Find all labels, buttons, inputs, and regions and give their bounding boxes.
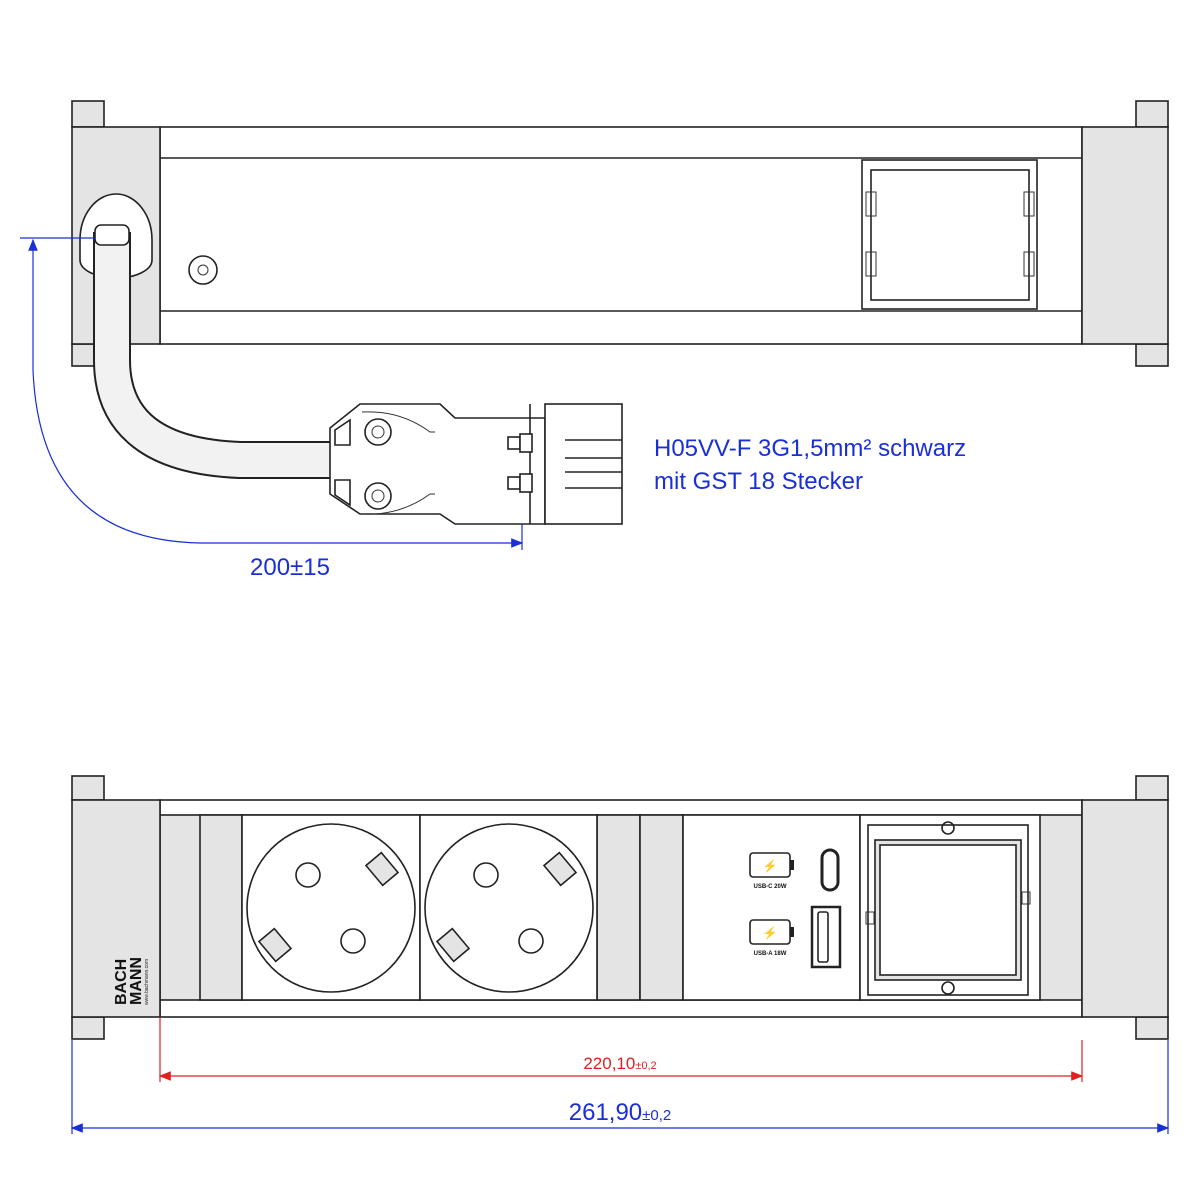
screw-hole — [188, 255, 218, 285]
bachmann-logo: BACH MANN www.bachmann.com — [113, 957, 150, 1005]
svg-text:⚡: ⚡ — [763, 926, 778, 940]
end-cap-right — [1081, 799, 1169, 1018]
mounting-feet — [71, 775, 1169, 1040]
module-frame-top — [861, 159, 1038, 310]
svg-text:www.bachmann.com: www.bachmann.com — [144, 959, 150, 1005]
connector-spec-label: mit GST 18 Stecker — [654, 468, 863, 495]
svg-text:261,90±0,2: 261,90±0,2 — [569, 1099, 672, 1126]
end-cap-right — [1081, 126, 1169, 345]
usb-charger-module: ⚡ USB-C 20W ⚡ USB-A 18W — [682, 814, 861, 1001]
usb-c-label: USB-C 20W — [753, 884, 786, 890]
gst18-connector — [329, 403, 623, 525]
connector-screw — [364, 418, 392, 446]
usb-c-port — [820, 848, 840, 892]
svg-text:BACH: BACH — [113, 959, 130, 1005]
connector-screw — [364, 482, 392, 510]
cable-length-dimension: 200±15 — [20, 237, 524, 581]
top-view: 200±15 H05VV-F 3G1,5mm² schwarz mit GST … — [20, 100, 1169, 581]
inner-length-dimension: 220,10±0,2 — [158, 1017, 1084, 1082]
svg-text:220,10±0,2: 220,10±0,2 — [583, 1054, 656, 1073]
front-view: ⚡ USB-C 20W ⚡ USB-A 18W BACH MANN www.ba… — [70, 775, 1170, 1134]
svg-text:⚡: ⚡ — [763, 859, 778, 873]
end-cap-left — [71, 799, 161, 1018]
cable-spec-label: H05VV-F 3G1,5mm² schwarz — [654, 435, 966, 462]
cable-length-label: 200±15 — [250, 554, 330, 581]
svg-text:MANN: MANN — [128, 957, 145, 1005]
usb-a-port — [810, 905, 842, 969]
module-frame-front — [859, 814, 1041, 1001]
outer-length-dimension: 261,90±0,2 — [70, 1040, 1170, 1134]
power-cable — [95, 232, 330, 477]
schuko-socket — [419, 814, 598, 1001]
schuko-socket — [241, 814, 421, 1001]
blank-plates — [199, 814, 684, 1001]
usb-a-label: USB-A 18W — [754, 951, 787, 957]
